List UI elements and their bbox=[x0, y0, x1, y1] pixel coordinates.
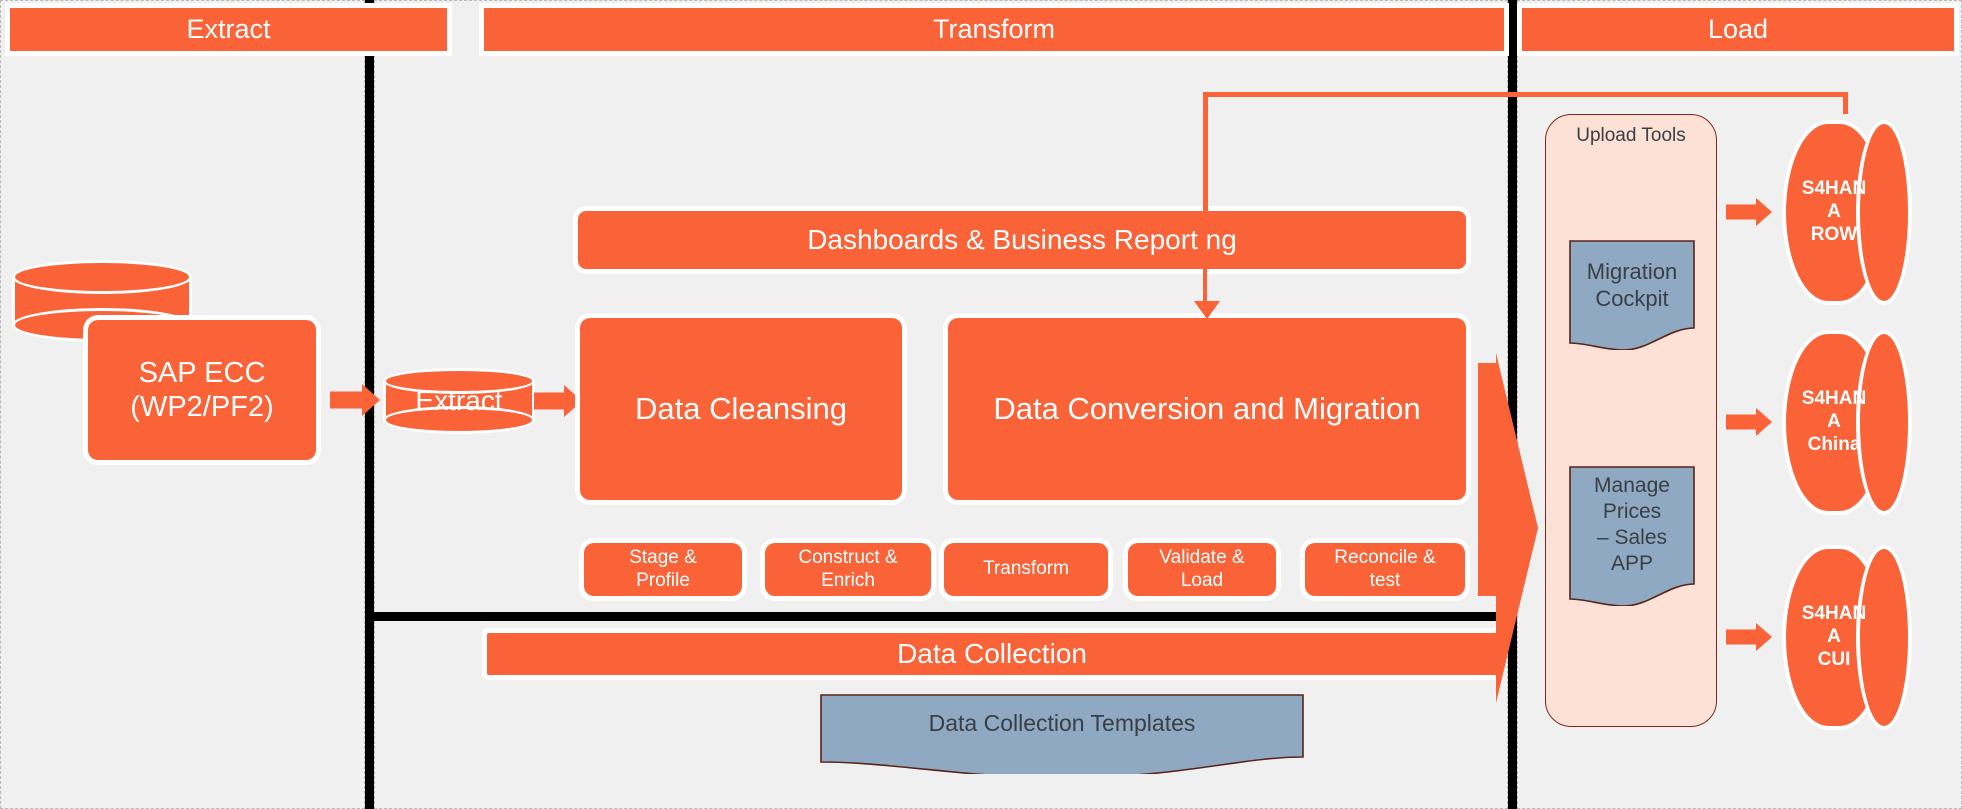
s4hana-cui-cylinder[interactable]: S4HAN A CUI bbox=[1782, 545, 1912, 730]
lane-header-extract: Extract bbox=[10, 8, 447, 51]
data-collection-templates-label: Data Collection Templates bbox=[928, 709, 1196, 736]
s4hana-row-label: S4HAN A ROW bbox=[1782, 120, 1886, 305]
lane-header-load: Load bbox=[1522, 8, 1954, 51]
arrow-shaft bbox=[1726, 629, 1756, 645]
lane-header-transform-label: Transform bbox=[932, 14, 1055, 44]
step-construct-enrich[interactable]: Construct & Enrich bbox=[765, 543, 931, 596]
lane-header-load-label: Load bbox=[1707, 14, 1769, 44]
feedback-line-vertical-right bbox=[1843, 92, 1848, 114]
tool-label-line1: Migration bbox=[1586, 258, 1678, 284]
extract-cylinder[interactable]: Extract bbox=[383, 368, 535, 434]
upload-tools-title: Upload Tools bbox=[1576, 125, 1686, 146]
transform-to-load-chevron bbox=[1478, 353, 1538, 703]
arrow-shaft bbox=[330, 391, 364, 409]
feedback-line-vertical-left bbox=[1203, 92, 1208, 214]
s4hana-china-label: S4HAN A China bbox=[1782, 330, 1886, 515]
sap-ecc-line1: SAP ECC bbox=[138, 356, 266, 389]
dashboards-to-conversion-connector bbox=[1203, 269, 1207, 305]
arrow-shaft bbox=[1726, 414, 1756, 430]
tool-label-line2: Prices bbox=[1602, 499, 1662, 523]
step-label-line2: Enrich bbox=[821, 569, 875, 591]
step-transform[interactable]: Transform bbox=[944, 543, 1108, 596]
dashboards-label: Dashboards & Business Report ng bbox=[807, 224, 1237, 256]
arrow-head bbox=[1756, 198, 1772, 226]
step-label-line1: Stage & bbox=[629, 547, 697, 569]
dashboards-business-reporting-box[interactable]: Dashboards & Business Report ng bbox=[578, 211, 1466, 269]
manage-prices-sales-app-doc[interactable]: Manage Prices – Sales APP bbox=[1569, 466, 1695, 606]
db-label-line3: China bbox=[1807, 433, 1861, 455]
step-label-line2: Load bbox=[1180, 569, 1224, 591]
source-data-store-label bbox=[12, 260, 192, 342]
db-label-line1: S4HAN bbox=[1801, 388, 1867, 410]
data-collection-banner-label: Data Collection bbox=[897, 638, 1087, 670]
migration-cockpit-label: Migration Cockpit bbox=[1569, 240, 1695, 330]
dashboards-to-conversion-arrowhead bbox=[1194, 301, 1220, 319]
cylinder-top bbox=[383, 368, 535, 394]
s4hana-cui-label: S4HAN A CUI bbox=[1782, 545, 1886, 730]
data-cleansing-label: Data Cleansing bbox=[635, 390, 847, 426]
manage-prices-label: Manage Prices – Sales APP bbox=[1569, 466, 1695, 584]
sap-ecc-box[interactable]: SAP ECC (WP2/PF2) bbox=[88, 320, 316, 460]
data-conversion-migration-box[interactable]: Data Conversion and Migration bbox=[948, 318, 1466, 500]
arrow-shaft bbox=[1726, 204, 1756, 220]
cylinder-top bbox=[12, 260, 192, 294]
feedback-line-horizontal bbox=[1203, 92, 1848, 97]
arrow-head bbox=[362, 384, 380, 416]
cylinder-bottom bbox=[383, 406, 535, 434]
db-label-line1: S4HAN bbox=[1801, 178, 1867, 200]
db-label-line2: A bbox=[1827, 626, 1841, 648]
source-data-store-cylinder bbox=[12, 260, 192, 342]
arrow-head bbox=[1756, 623, 1772, 651]
db-label-line3: ROW bbox=[1810, 223, 1858, 245]
db-label-line2: A bbox=[1827, 201, 1841, 223]
migration-cockpit-doc[interactable]: Migration Cockpit bbox=[1569, 240, 1695, 350]
sap-ecc-line2: (WP2/PF2) bbox=[130, 391, 274, 423]
arrow-to-s4hana-china bbox=[1726, 405, 1772, 439]
s4hana-row-cylinder[interactable]: S4HAN A ROW bbox=[1782, 120, 1912, 305]
step-validate-load[interactable]: Validate & Load bbox=[1128, 543, 1276, 596]
s4hana-china-cylinder[interactable]: S4HAN A China bbox=[1782, 330, 1912, 515]
arrow-to-s4hana-row bbox=[1726, 195, 1772, 229]
db-label-line1: S4HAN bbox=[1801, 603, 1867, 625]
tool-label-line4: APP bbox=[1610, 552, 1654, 576]
step-stage-profile[interactable]: Stage & Profile bbox=[584, 543, 742, 596]
tool-label-line3: – Sales bbox=[1596, 526, 1668, 549]
divider-transform-load bbox=[1508, 0, 1517, 809]
step-label-line2: Profile bbox=[636, 569, 690, 591]
db-label-line3: CUI bbox=[1817, 648, 1851, 670]
lane-header-transform: Transform bbox=[484, 8, 1504, 51]
tool-label-line1: Manage bbox=[1594, 473, 1670, 497]
step-reconcile-test[interactable]: Reconcile & test bbox=[1305, 543, 1465, 596]
arrow-shaft bbox=[534, 392, 566, 410]
divider-data-collection bbox=[374, 612, 1508, 621]
data-collection-banner: Data Collection bbox=[487, 633, 1497, 675]
arrow-head bbox=[1756, 408, 1772, 436]
step-label-line1: Reconcile & bbox=[1334, 547, 1436, 569]
data-collection-templates-doc[interactable]: Data Collection Templates bbox=[820, 694, 1304, 774]
data-cleansing-box[interactable]: Data Cleansing bbox=[580, 318, 902, 500]
arrow-ecc-to-extract bbox=[330, 381, 380, 419]
cylinder-right-cap bbox=[1856, 330, 1912, 515]
arrow-extract-to-cleansing bbox=[534, 382, 582, 420]
step-label-line1: Construct & bbox=[798, 547, 898, 569]
cylinder-right-cap bbox=[1856, 120, 1912, 305]
step-label-line1: Transform bbox=[983, 558, 1069, 580]
cylinder-right-cap bbox=[1856, 545, 1912, 730]
arrow-to-s4hana-cui bbox=[1726, 620, 1772, 654]
extract-cylinder-label: Extract bbox=[415, 385, 503, 416]
step-label-line1: Validate & bbox=[1159, 547, 1245, 569]
step-label-line2: test bbox=[1369, 569, 1401, 591]
arrow-head bbox=[564, 385, 582, 417]
tool-label-line2: Cockpit bbox=[1595, 286, 1669, 311]
upload-tools-panel: Upload Tools bbox=[1545, 114, 1717, 727]
lane-header-extract-label: Extract bbox=[186, 14, 271, 44]
data-conversion-label: Data Conversion and Migration bbox=[993, 390, 1421, 426]
db-label-line2: A bbox=[1827, 411, 1841, 433]
